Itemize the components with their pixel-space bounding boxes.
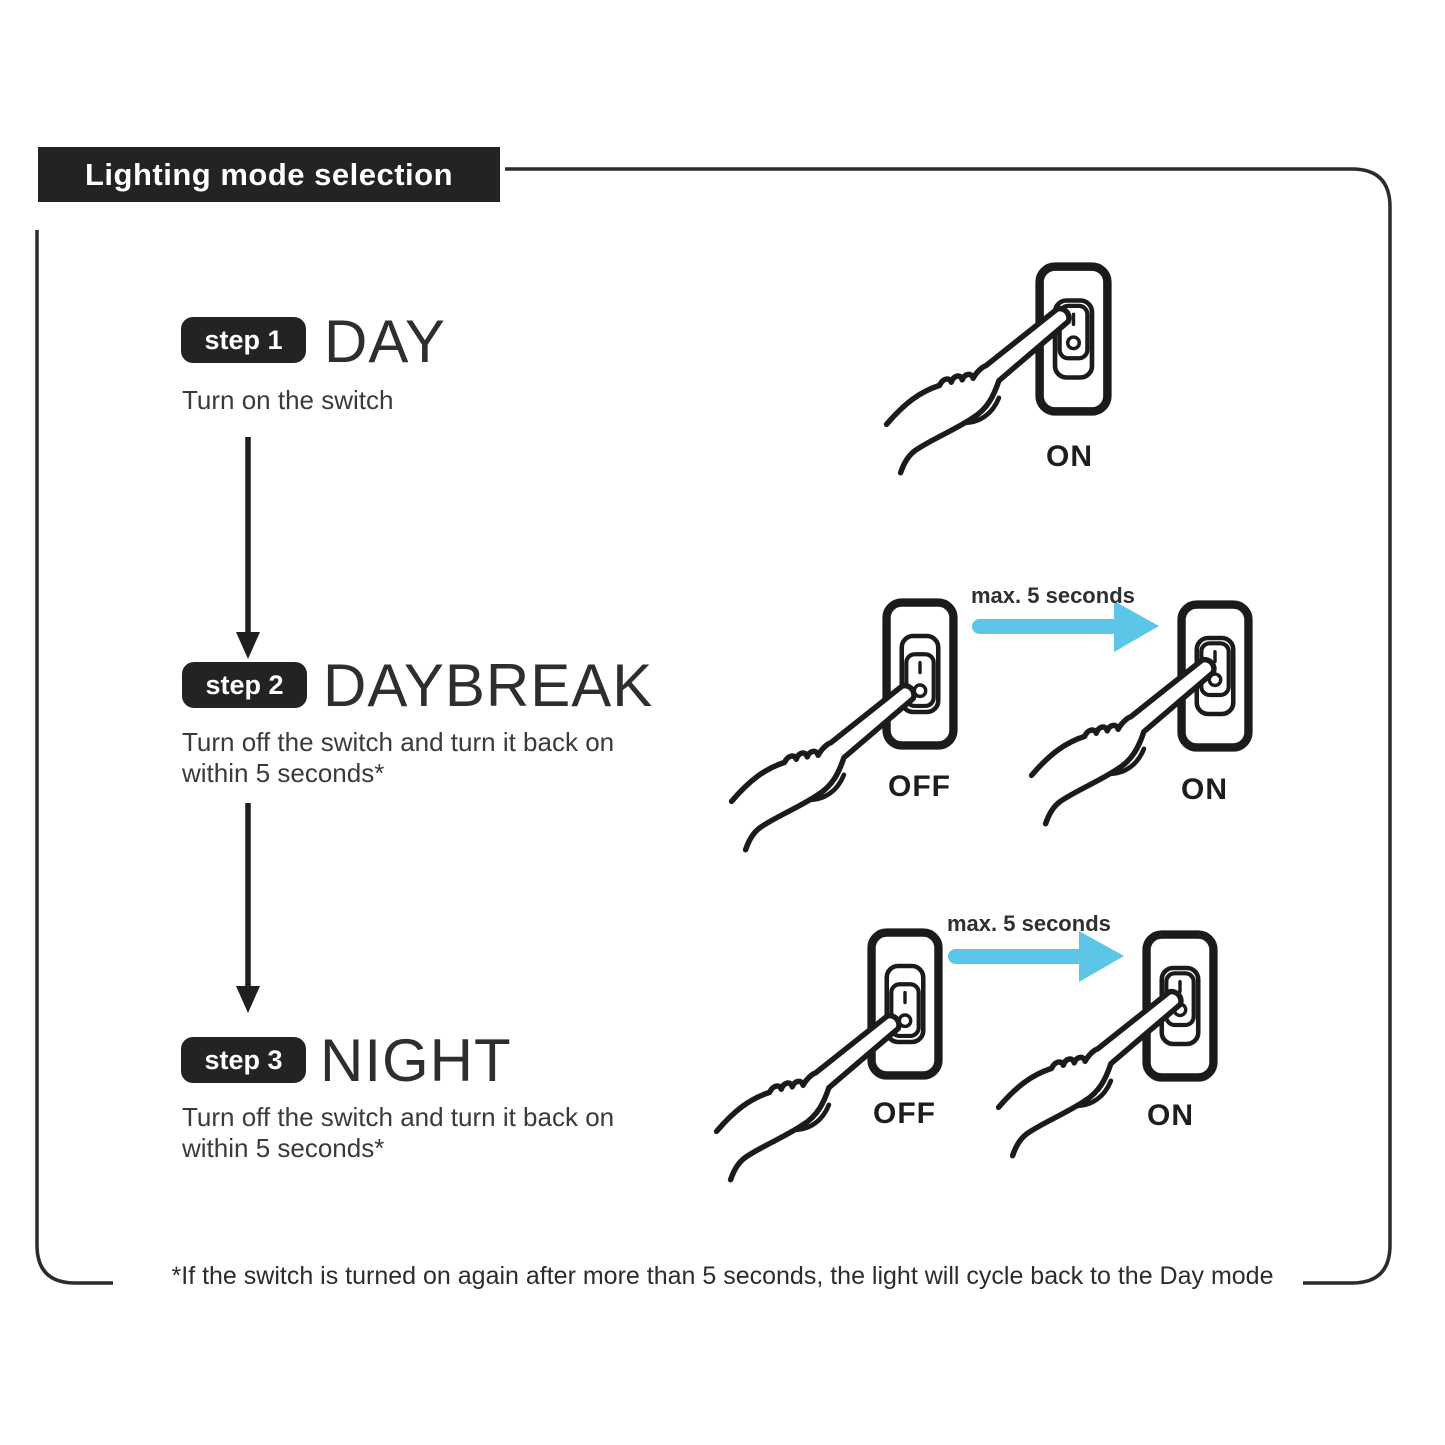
step3-description: Turn off the switch and turn it back on … [182, 1102, 614, 1164]
step1-description-line1: Turn on the switch [182, 385, 394, 415]
step3-off-label: OFF [873, 1097, 936, 1130]
step2-on-label: ON [1181, 773, 1228, 806]
section-title-box: Lighting mode selection [38, 147, 500, 202]
step1-badge-label: step 1 [204, 324, 283, 355]
step2-badge-label: step 2 [205, 669, 284, 700]
rocker-switch-off-icon [872, 933, 939, 1076]
step2-description-line2: within 5 seconds* [182, 758, 385, 788]
blue-arrow-step2 [972, 601, 1159, 652]
step3-description-line2: within 5 seconds* [182, 1133, 385, 1163]
step2-description: Turn off the switch and turn it back on … [182, 727, 614, 789]
step3-badge: step 3 [181, 1037, 306, 1083]
step1-on-label: ON [1046, 440, 1093, 473]
step2-title: DAYBREAK [323, 652, 654, 719]
flow-arrow-step1-to-step2 [236, 437, 260, 659]
step3-on-label: ON [1147, 1099, 1194, 1132]
step1-badge: step 1 [181, 317, 306, 363]
step3-badge-label: step 3 [204, 1044, 283, 1075]
step2-description-line1: Turn off the switch and turn it back on [182, 727, 615, 757]
blue-arrow-step3 [948, 931, 1124, 982]
footnote: *If the switch is turned on again after … [0, 1262, 1445, 1291]
rocker-switch-off-icon [887, 603, 954, 746]
panel-border [35, 167, 1392, 1285]
step1-description: Turn on the switch [182, 385, 393, 416]
step3-description-line1: Turn off the switch and turn it back on [182, 1102, 615, 1132]
pointing-hand-icon [732, 686, 914, 850]
step1-title: DAY [324, 308, 446, 375]
flow-arrow-step2-to-step3 [236, 803, 260, 1013]
step2-arrow-label: max. 5 seconds [971, 583, 1135, 608]
pointing-hand-icon [717, 1016, 899, 1180]
section-title: Lighting mode selection [84, 156, 453, 192]
step3-title: NIGHT [320, 1027, 512, 1094]
step3-arrow-label: max. 5 seconds [947, 911, 1111, 936]
step2-off-label: OFF [888, 770, 951, 803]
footnote-text: *If the switch is turned on again after … [163, 1262, 1282, 1290]
step2-badge: step 2 [182, 662, 307, 708]
